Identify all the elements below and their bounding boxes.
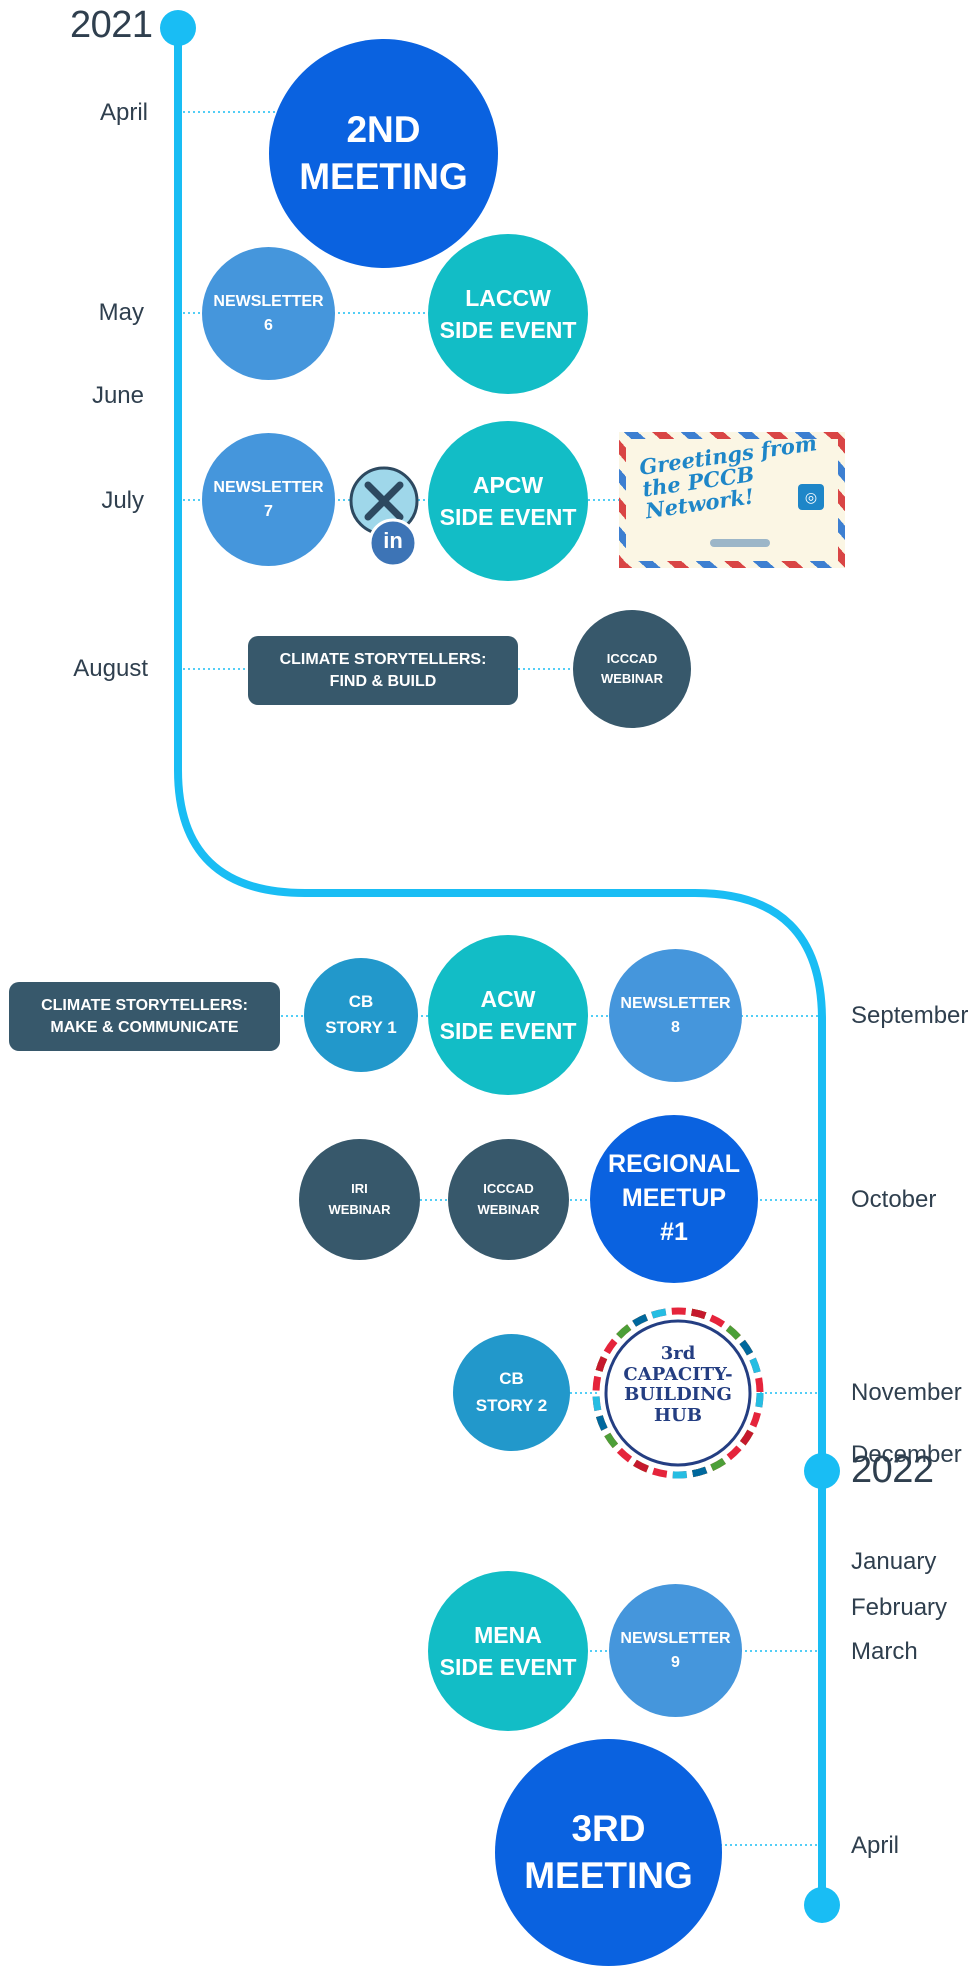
newsletter-8-circle[interactable]: NEWSLETTER 8 [609, 949, 742, 1082]
acw-side-event-circle[interactable]: ACW SIDE EVENT [428, 935, 588, 1095]
linkedin-label: in [383, 528, 403, 553]
acw-side-event-label: ACW SIDE EVENT [439, 985, 577, 1044]
greetings-postcard[interactable]: Greetings from the PCCB Network! ◎ [619, 432, 845, 568]
mena-side-event-label: MENA SIDE EVENT [439, 1621, 577, 1680]
newsletter-9-label: NEWSLETTER 9 [620, 1630, 731, 1671]
mena-side-event-circle[interactable]: MENA SIDE EVENT [428, 1571, 588, 1731]
timeline-start-dot [160, 10, 196, 46]
second-meeting-circle[interactable]: 2ND MEETING [269, 39, 498, 268]
month-november: November [851, 1379, 962, 1406]
third-meeting-label: 3RD MEETING [524, 1808, 693, 1896]
month-may: May [98, 299, 144, 326]
third-meeting-circle[interactable]: 3RD MEETING [495, 1739, 722, 1966]
month-february: February [851, 1594, 948, 1621]
iri-webinar-circle[interactable]: IRI WEBINAR [299, 1139, 420, 1260]
icccad-webinar-august-label: ICCCAD WEBINAR [600, 650, 664, 686]
postcard-text: Greetings from the PCCB Network! [637, 432, 819, 524]
postcard-footer-logo [710, 539, 770, 547]
newsletter-7-circle[interactable]: NEWSLETTER 7 [202, 433, 335, 566]
iri-webinar-label: IRI WEBINAR [328, 1181, 391, 1217]
climate-storytellers-make-communicate[interactable]: CLIMATE STORYTELLERS: MAKE & COMMUNICATE [9, 982, 280, 1051]
icccad-webinar-october-circle[interactable]: ICCCAD WEBINAR [448, 1139, 569, 1260]
month-march: March [851, 1638, 918, 1665]
climate-storytellers-find-build-label: CLIMATE STORYTELLERS: FIND & BUILD [279, 650, 487, 690]
newsletter-6-label: NEWSLETTER 6 [213, 293, 324, 334]
hub-ring [592, 1307, 764, 1479]
regional-meetup-label: REGIONAL MEETUP #1 [608, 1150, 740, 1246]
newsletter-8-label: NEWSLETTER 8 [620, 995, 731, 1036]
month-august: August [73, 655, 148, 682]
year-2021: 2021 [70, 4, 153, 46]
month-july: July [101, 487, 144, 514]
newsletter-9-circle[interactable]: NEWSLETTER 9 [609, 1584, 742, 1717]
climate-storytellers-find-build[interactable]: CLIMATE STORYTELLERS: FIND & BUILD [248, 636, 518, 705]
month-april-2022: April [851, 1832, 900, 1859]
second-meeting-label: 2ND MEETING [299, 109, 468, 197]
cb-story-1-circle[interactable]: CB STORY 1 [304, 958, 418, 1072]
climate-storytellers-make-communicate-label: CLIMATE STORYTELLERS: MAKE & COMMUNICATE [41, 996, 248, 1036]
linkedin-icon[interactable] [368, 518, 418, 568]
newsletter-7-label: NEWSLETTER 7 [213, 479, 324, 520]
cb-story-2-circle[interactable]: CB STORY 2 [453, 1334, 570, 1451]
month-june: June [91, 382, 144, 409]
timeline-2022-dot [804, 1453, 840, 1489]
year-2022: 2022 [851, 1449, 934, 1491]
icccad-webinar-august-circle[interactable]: ICCCAD WEBINAR [573, 610, 691, 728]
apcw-side-event-circle[interactable]: APCW SIDE EVENT [428, 421, 588, 581]
unfccc-logo-icon: ◎ [798, 484, 824, 510]
timeline-end-dot [804, 1887, 840, 1923]
month-april-2021: April [99, 99, 148, 126]
laccw-side-event-label: LACCW SIDE EVENT [439, 284, 577, 343]
month-january: January [851, 1548, 937, 1575]
month-october: October [851, 1186, 937, 1213]
tools-icon [349, 466, 419, 536]
regional-meetup-circle[interactable]: REGIONAL MEETUP #1 [590, 1115, 758, 1283]
apcw-side-event-label: APCW SIDE EVENT [439, 471, 577, 530]
month-december: December [851, 1441, 962, 1468]
cb-story-2-label: CB STORY 2 [475, 1369, 548, 1415]
month-september: September [851, 1002, 969, 1029]
timeline-line [174, 28, 826, 1905]
newsletter-6-circle[interactable]: NEWSLETTER 6 [202, 247, 335, 380]
icccad-webinar-october-label: ICCCAD WEBINAR [477, 1181, 540, 1217]
cb-story-1-label: CB STORY 1 [325, 991, 397, 1037]
capacity-building-hub-label: 3rd CAPACITY- BUILDING HUB [623, 1343, 733, 1427]
laccw-side-event-circle[interactable]: LACCW SIDE EVENT [428, 234, 588, 394]
